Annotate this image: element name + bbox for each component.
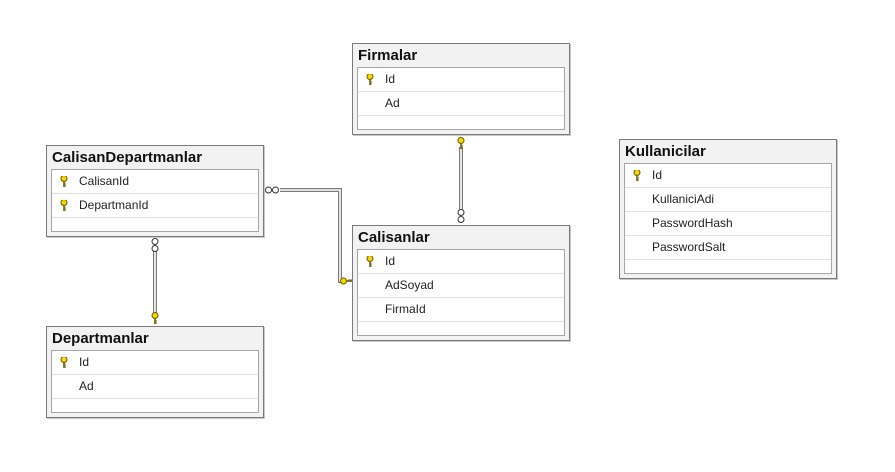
primary-key-icon — [630, 168, 644, 183]
column-name: Id — [79, 355, 90, 369]
relationship-calisandepartmanlar-calisanlar[interactable] — [265, 186, 353, 285]
column-row[interactable]: PasswordSalt — [625, 236, 831, 260]
column-name: AdSoyad — [385, 278, 434, 292]
column-grid: CalisanId DepartmanId — [51, 169, 259, 232]
many-end-infinity-icon — [457, 209, 465, 223]
column-name: CalisanId — [79, 174, 130, 188]
table-title: Calisanlar — [358, 229, 430, 246]
column-grid: Id AdSoyad FirmaId — [357, 249, 565, 336]
column-grid: Id Ad — [357, 67, 565, 130]
column-row[interactable]: DepartmanId — [52, 194, 258, 218]
column-name: KullaniciAdi — [652, 192, 715, 206]
table-title: CalisanDepartmanlar — [52, 149, 203, 166]
column-row[interactable]: Ad — [52, 375, 258, 399]
column-name: Id — [385, 254, 396, 268]
column-name: PasswordSalt — [652, 240, 726, 254]
column-row[interactable]: Ad — [358, 92, 564, 116]
column-row[interactable]: PasswordHash — [625, 212, 831, 236]
table-title: Firmalar — [358, 47, 418, 64]
primary-key-icon — [57, 355, 71, 370]
column-row[interactable]: KullaniciAdi — [625, 188, 831, 212]
one-end-key-icon — [151, 311, 159, 325]
table-title: Kullanicilar — [625, 143, 706, 160]
column-name: Ad — [385, 96, 400, 110]
table-title: Departmanlar — [52, 330, 149, 347]
table-departmanlar[interactable]: Departmanlar Id Ad — [46, 326, 264, 418]
column-name: DepartmanId — [79, 198, 149, 212]
table-calisandepartmanlar[interactable]: CalisanDepartmanlar CalisanId DepartmanI… — [46, 145, 264, 237]
column-name: Ad — [79, 379, 94, 393]
column-row[interactable]: Id — [358, 68, 564, 92]
column-name: FirmaId — [385, 302, 426, 316]
table-firmalar[interactable]: Firmalar Id Ad — [352, 43, 570, 135]
column-row[interactable]: Id — [625, 164, 831, 188]
relationship-calisandepartmanlar-departmanlar[interactable] — [151, 238, 159, 325]
table-kullanicilar[interactable]: Kullanicilar Id KullaniciAdi PasswordHas… — [619, 139, 837, 279]
one-end-key-icon — [339, 277, 353, 285]
column-name: PasswordHash — [652, 216, 733, 230]
primary-key-icon — [57, 198, 71, 213]
many-end-infinity-icon — [151, 238, 159, 252]
primary-key-icon — [57, 174, 71, 189]
primary-key-icon — [363, 72, 377, 87]
column-row[interactable]: Id — [52, 351, 258, 375]
column-row[interactable]: AdSoyad — [358, 274, 564, 298]
table-calisanlar[interactable]: Calisanlar Id AdSoyad FirmaId — [352, 225, 570, 341]
column-grid: Id KullaniciAdi PasswordHash PasswordSal… — [624, 163, 832, 274]
primary-key-icon — [363, 254, 377, 269]
relationship-calisanlar-firmalar[interactable] — [457, 136, 465, 223]
column-row[interactable]: FirmaId — [358, 298, 564, 322]
one-end-key-icon — [457, 136, 465, 150]
column-row[interactable]: Id — [358, 250, 564, 274]
many-end-infinity-icon — [265, 186, 279, 194]
column-name: Id — [652, 168, 663, 182]
column-grid: Id Ad — [51, 350, 259, 413]
column-name: Id — [385, 72, 396, 86]
column-row[interactable]: CalisanId — [52, 170, 258, 194]
